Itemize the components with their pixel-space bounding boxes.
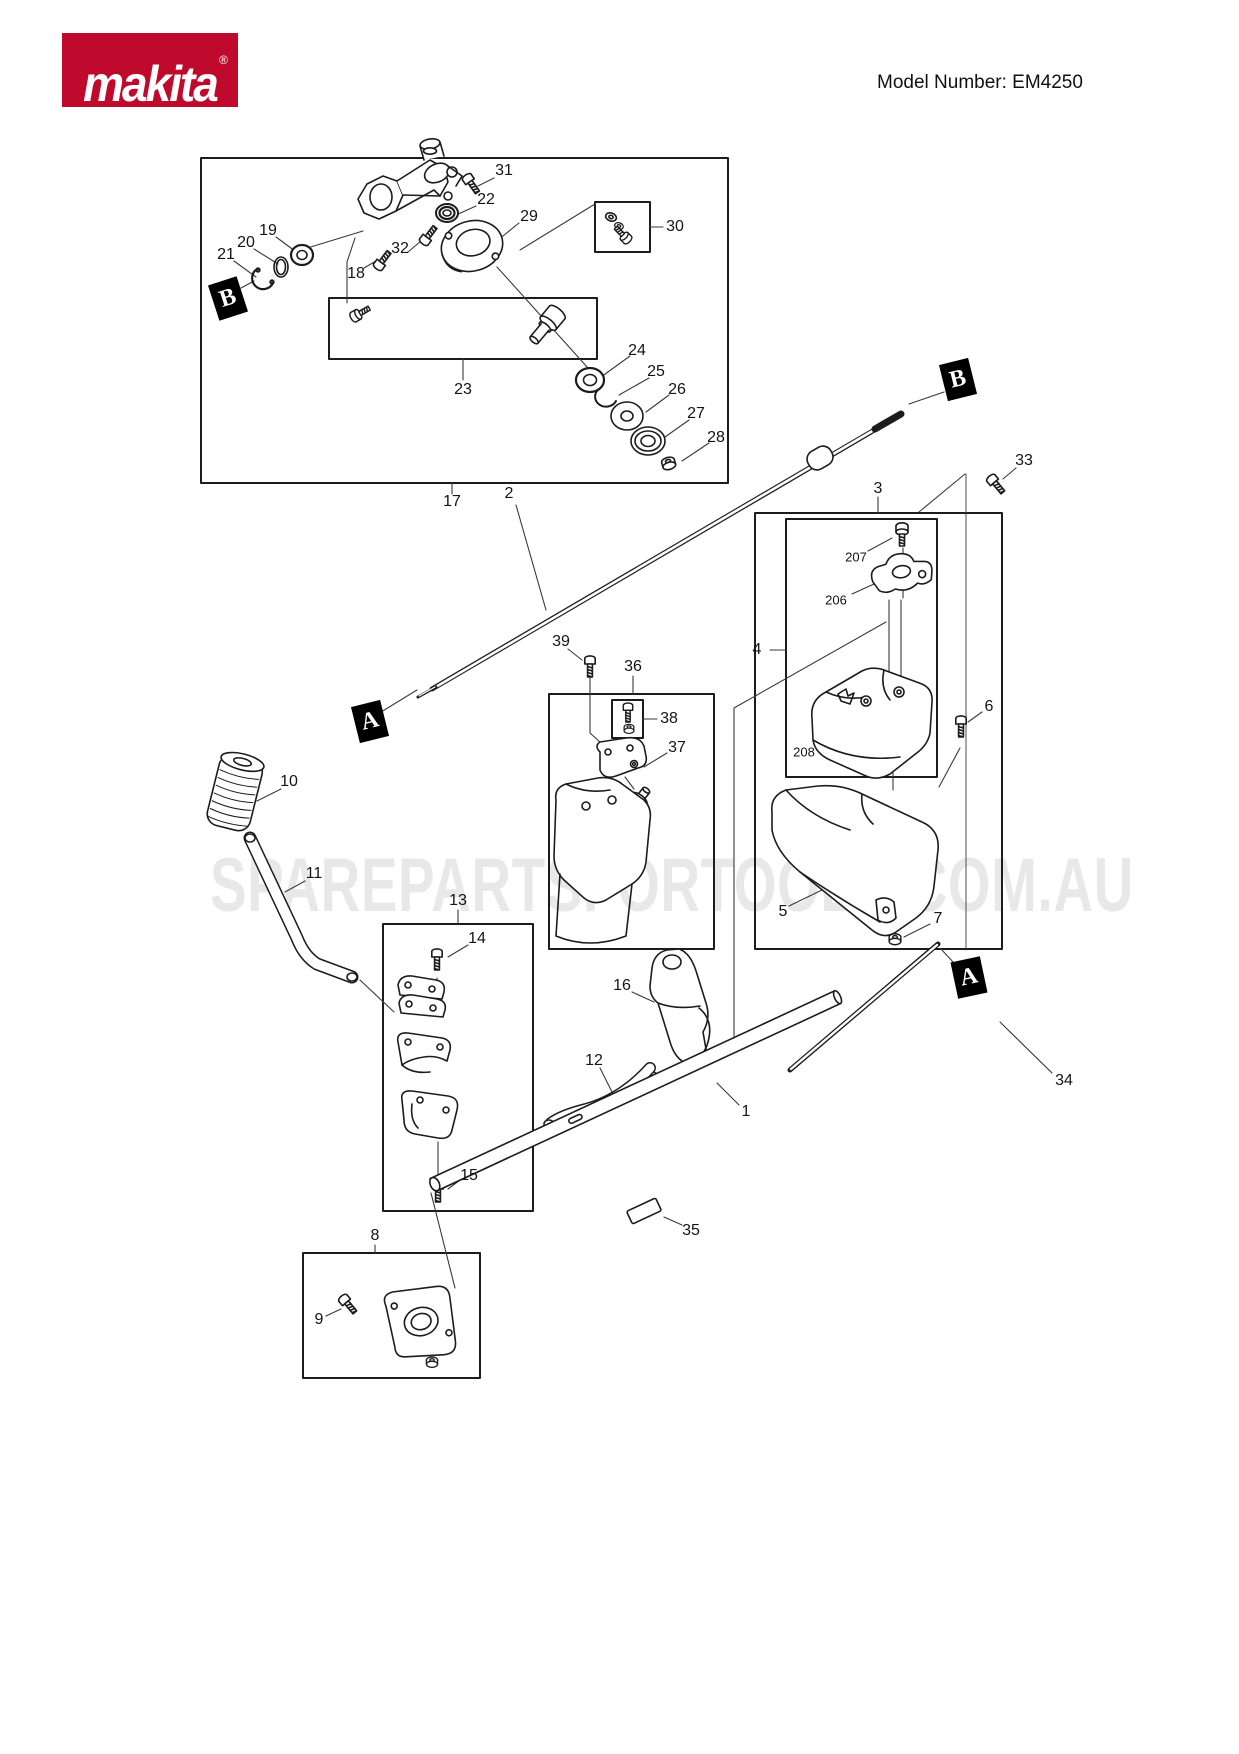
grip-10 [206,751,265,832]
part-callout-35: 35 [682,1222,700,1239]
part-callout-208: 208 [793,744,815,760]
part-callout-207: 207 [845,549,867,565]
part-callout-21: 21 [217,246,235,263]
part-callout-3: 3 [873,480,883,497]
clamp-middle-13 [396,1032,452,1074]
drive-shaft-2 [416,410,905,699]
makita-logo-text: makita [83,56,219,113]
part-callout-25: 25 [647,363,665,380]
part-callout-28: 28 [707,429,725,446]
part-callout-32: 32 [391,240,409,257]
clamp-upper-13 [397,975,447,1018]
inner-shaft-34 [787,941,941,1073]
part-callout-13: 13 [449,892,467,909]
ring-20 [273,256,289,278]
part-callout-20: 20 [237,234,255,251]
washer-26 [610,401,644,431]
part-callout-23: 23 [454,381,472,398]
registered-mark: ® [219,53,228,67]
part-callout-27: 27 [687,405,705,422]
cup-washer-27 [630,426,666,456]
leader-lines [233,177,1053,1317]
part-callout-206: 206 [825,592,847,608]
part-callout-19: 19 [259,222,277,239]
part-callout-33: 33 [1015,452,1033,469]
part-callout-15: 15 [460,1167,478,1184]
watermark-text: SPAREPARTSFORTOOLS.COM.AU [210,843,1134,928]
part-callout-24: 24 [628,342,646,359]
guard-208 [810,667,933,779]
bearing-19 [289,243,315,267]
sticker-35 [626,1197,662,1225]
guard-36 [553,776,652,944]
section-marker-A: A [950,956,988,999]
part-callout-11: 11 [305,865,323,882]
part-callout-38: 38 [660,710,678,727]
main-pipe-1 [428,989,843,1193]
gear-shaft-23 [529,304,567,345]
part-callout-8: 8 [370,1227,380,1244]
flange-29 [440,219,504,273]
part-callout-12: 12 [585,1052,603,1069]
gear-head-housing [357,137,463,220]
part-callout-14: 14 [468,930,486,947]
part-callout-9: 9 [314,1311,324,1328]
part-callout-37: 37 [668,739,686,756]
part-callout-39: 39 [552,633,570,650]
part-callout-17: 17 [443,493,461,510]
part-callout-10: 10 [280,773,298,790]
makita-logo: makita ® [62,33,238,113]
part-callout-5: 5 [778,903,788,920]
section-marker-A: A [350,699,390,744]
part-callout-34: 34 [1055,1072,1073,1089]
bearing-24 [574,366,606,394]
snap-ring-21 [251,267,275,291]
bracket-37 [596,736,648,778]
guard-extension-5 [770,784,939,937]
part-callout-18: 18 [347,265,365,282]
circlip-25 [594,388,617,408]
handlebar-11 [243,831,359,984]
model-number-label: Model Number: EM4250 [877,72,1083,93]
part-callout-22: 22 [477,191,495,208]
part-callout-6: 6 [984,698,994,715]
part-callout-30: 30 [666,218,684,235]
part-callout-1: 1 [741,1103,751,1120]
part-callout-31: 31 [495,162,513,179]
part-callout-4: 4 [752,641,762,658]
clamp-lower-13 [400,1090,459,1140]
part-callout-16: 16 [613,977,631,994]
clamp-206 [870,552,933,594]
part-callout-29: 29 [520,208,538,225]
part-callout-36: 36 [624,658,642,675]
section-marker-B: B [938,357,978,402]
part-callout-26: 26 [668,381,686,398]
section-marker-B: B [208,276,248,321]
oil-seal-22 [435,203,459,223]
hanger-bracket-8 [383,1285,457,1358]
part-callout-2: 2 [504,485,514,502]
part-callout-7: 7 [933,910,943,927]
